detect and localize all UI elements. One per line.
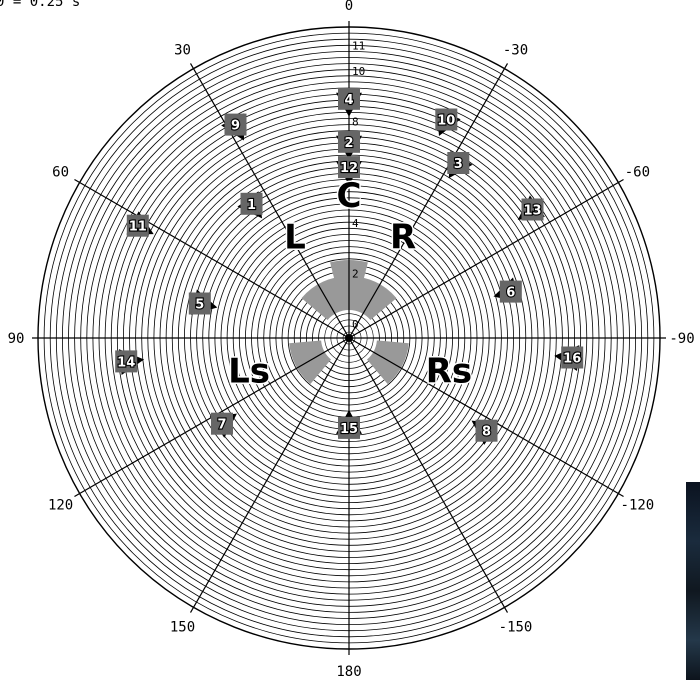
angle-label: -60 — [625, 165, 650, 181]
speaker-box — [338, 156, 360, 179]
right-surround-lobe — [366, 340, 409, 384]
speaker-number: 10 — [437, 114, 455, 129]
angle-label: 30 — [174, 43, 191, 59]
speaker-marker: 11 — [126, 211, 154, 237]
radial-label: 10 — [352, 65, 365, 78]
speaker-marker: 16 — [554, 345, 584, 371]
speaker-box — [115, 350, 138, 373]
channel-label: R — [390, 217, 416, 257]
speaker-number: 12 — [340, 161, 358, 176]
time-caption: 0 = 0.25 s — [0, 0, 81, 10]
speaker-number: 3 — [454, 157, 463, 172]
speaker-box — [435, 108, 458, 131]
speaker-number: 1 — [247, 198, 256, 213]
angle-label: 60 — [52, 165, 69, 181]
speaker-marker: 12 — [336, 156, 362, 186]
speaker-marker: 2 — [336, 130, 362, 160]
radial-label: 8 — [352, 116, 359, 129]
angle-label: 180 — [336, 664, 361, 680]
angle-label: 0 — [345, 0, 353, 14]
speaker-marker: 6 — [493, 277, 522, 303]
radial-label: 11 — [352, 40, 365, 53]
speaker-number: 11 — [129, 220, 147, 235]
speaker-box — [211, 412, 233, 435]
speaker-number: 6 — [506, 286, 515, 301]
channel-labels: CL R Ls Rs — [227, 174, 474, 393]
speaker-marker: 15 — [336, 409, 362, 439]
speaker-number: 15 — [340, 422, 358, 437]
angle-label: -150 — [499, 619, 533, 635]
channel-label: Ls — [228, 351, 270, 391]
speaker-marker: 10 — [435, 108, 461, 136]
radial-label: 0 — [352, 318, 359, 331]
left-surround-lobe — [289, 340, 332, 384]
channel-label: Rs — [426, 351, 472, 391]
speaker-number: 5 — [195, 298, 204, 313]
speaker-box — [126, 214, 149, 237]
speaker-number: 7 — [217, 418, 226, 433]
angle-label: 120 — [48, 498, 73, 514]
speaker-number: 13 — [523, 204, 541, 219]
speaker-box — [521, 198, 544, 221]
speaker-marker: 9 — [221, 113, 247, 141]
speaker-marker: 5 — [188, 289, 218, 315]
speaker-marker: 8 — [471, 419, 499, 445]
radial-label: 2 — [352, 267, 359, 280]
speaker-box — [338, 130, 360, 153]
speaker-number: 8 — [482, 425, 491, 440]
speaker-box — [188, 292, 211, 315]
speaker-box — [475, 419, 498, 442]
angle-spokes — [32, 21, 666, 655]
angle-label: -90 — [669, 331, 694, 347]
speaker-marker: 7 — [209, 412, 237, 438]
speaker-box — [447, 152, 470, 174]
angle-label: 90 — [8, 331, 25, 347]
radial-label: 4 — [352, 217, 359, 230]
speaker-marker: 3 — [447, 151, 473, 179]
speaker-box — [561, 346, 584, 369]
speaker-box — [224, 113, 247, 136]
speaker-box — [338, 87, 360, 110]
channel-label: C — [337, 176, 362, 216]
angle-label: -120 — [621, 498, 655, 514]
speaker-marker: 1 — [237, 191, 263, 219]
photo-thumbnail — [686, 482, 700, 680]
channel-label: L — [284, 217, 306, 257]
speaker-marker: 14 — [115, 349, 145, 375]
speaker-number: 2 — [344, 136, 353, 151]
angle-label: -30 — [503, 43, 528, 59]
speaker-box — [240, 192, 263, 215]
speaker-box — [338, 416, 360, 439]
speaker-number: 4 — [344, 93, 353, 108]
speaker-number: 14 — [117, 355, 135, 370]
speaker-marker: 4 — [336, 87, 362, 117]
angle-label: 150 — [170, 619, 195, 635]
speaker-box — [499, 280, 522, 303]
speaker-number: 9 — [231, 119, 240, 134]
speaker-number: 16 — [563, 352, 581, 367]
speaker-marker: 13 — [517, 195, 545, 221]
